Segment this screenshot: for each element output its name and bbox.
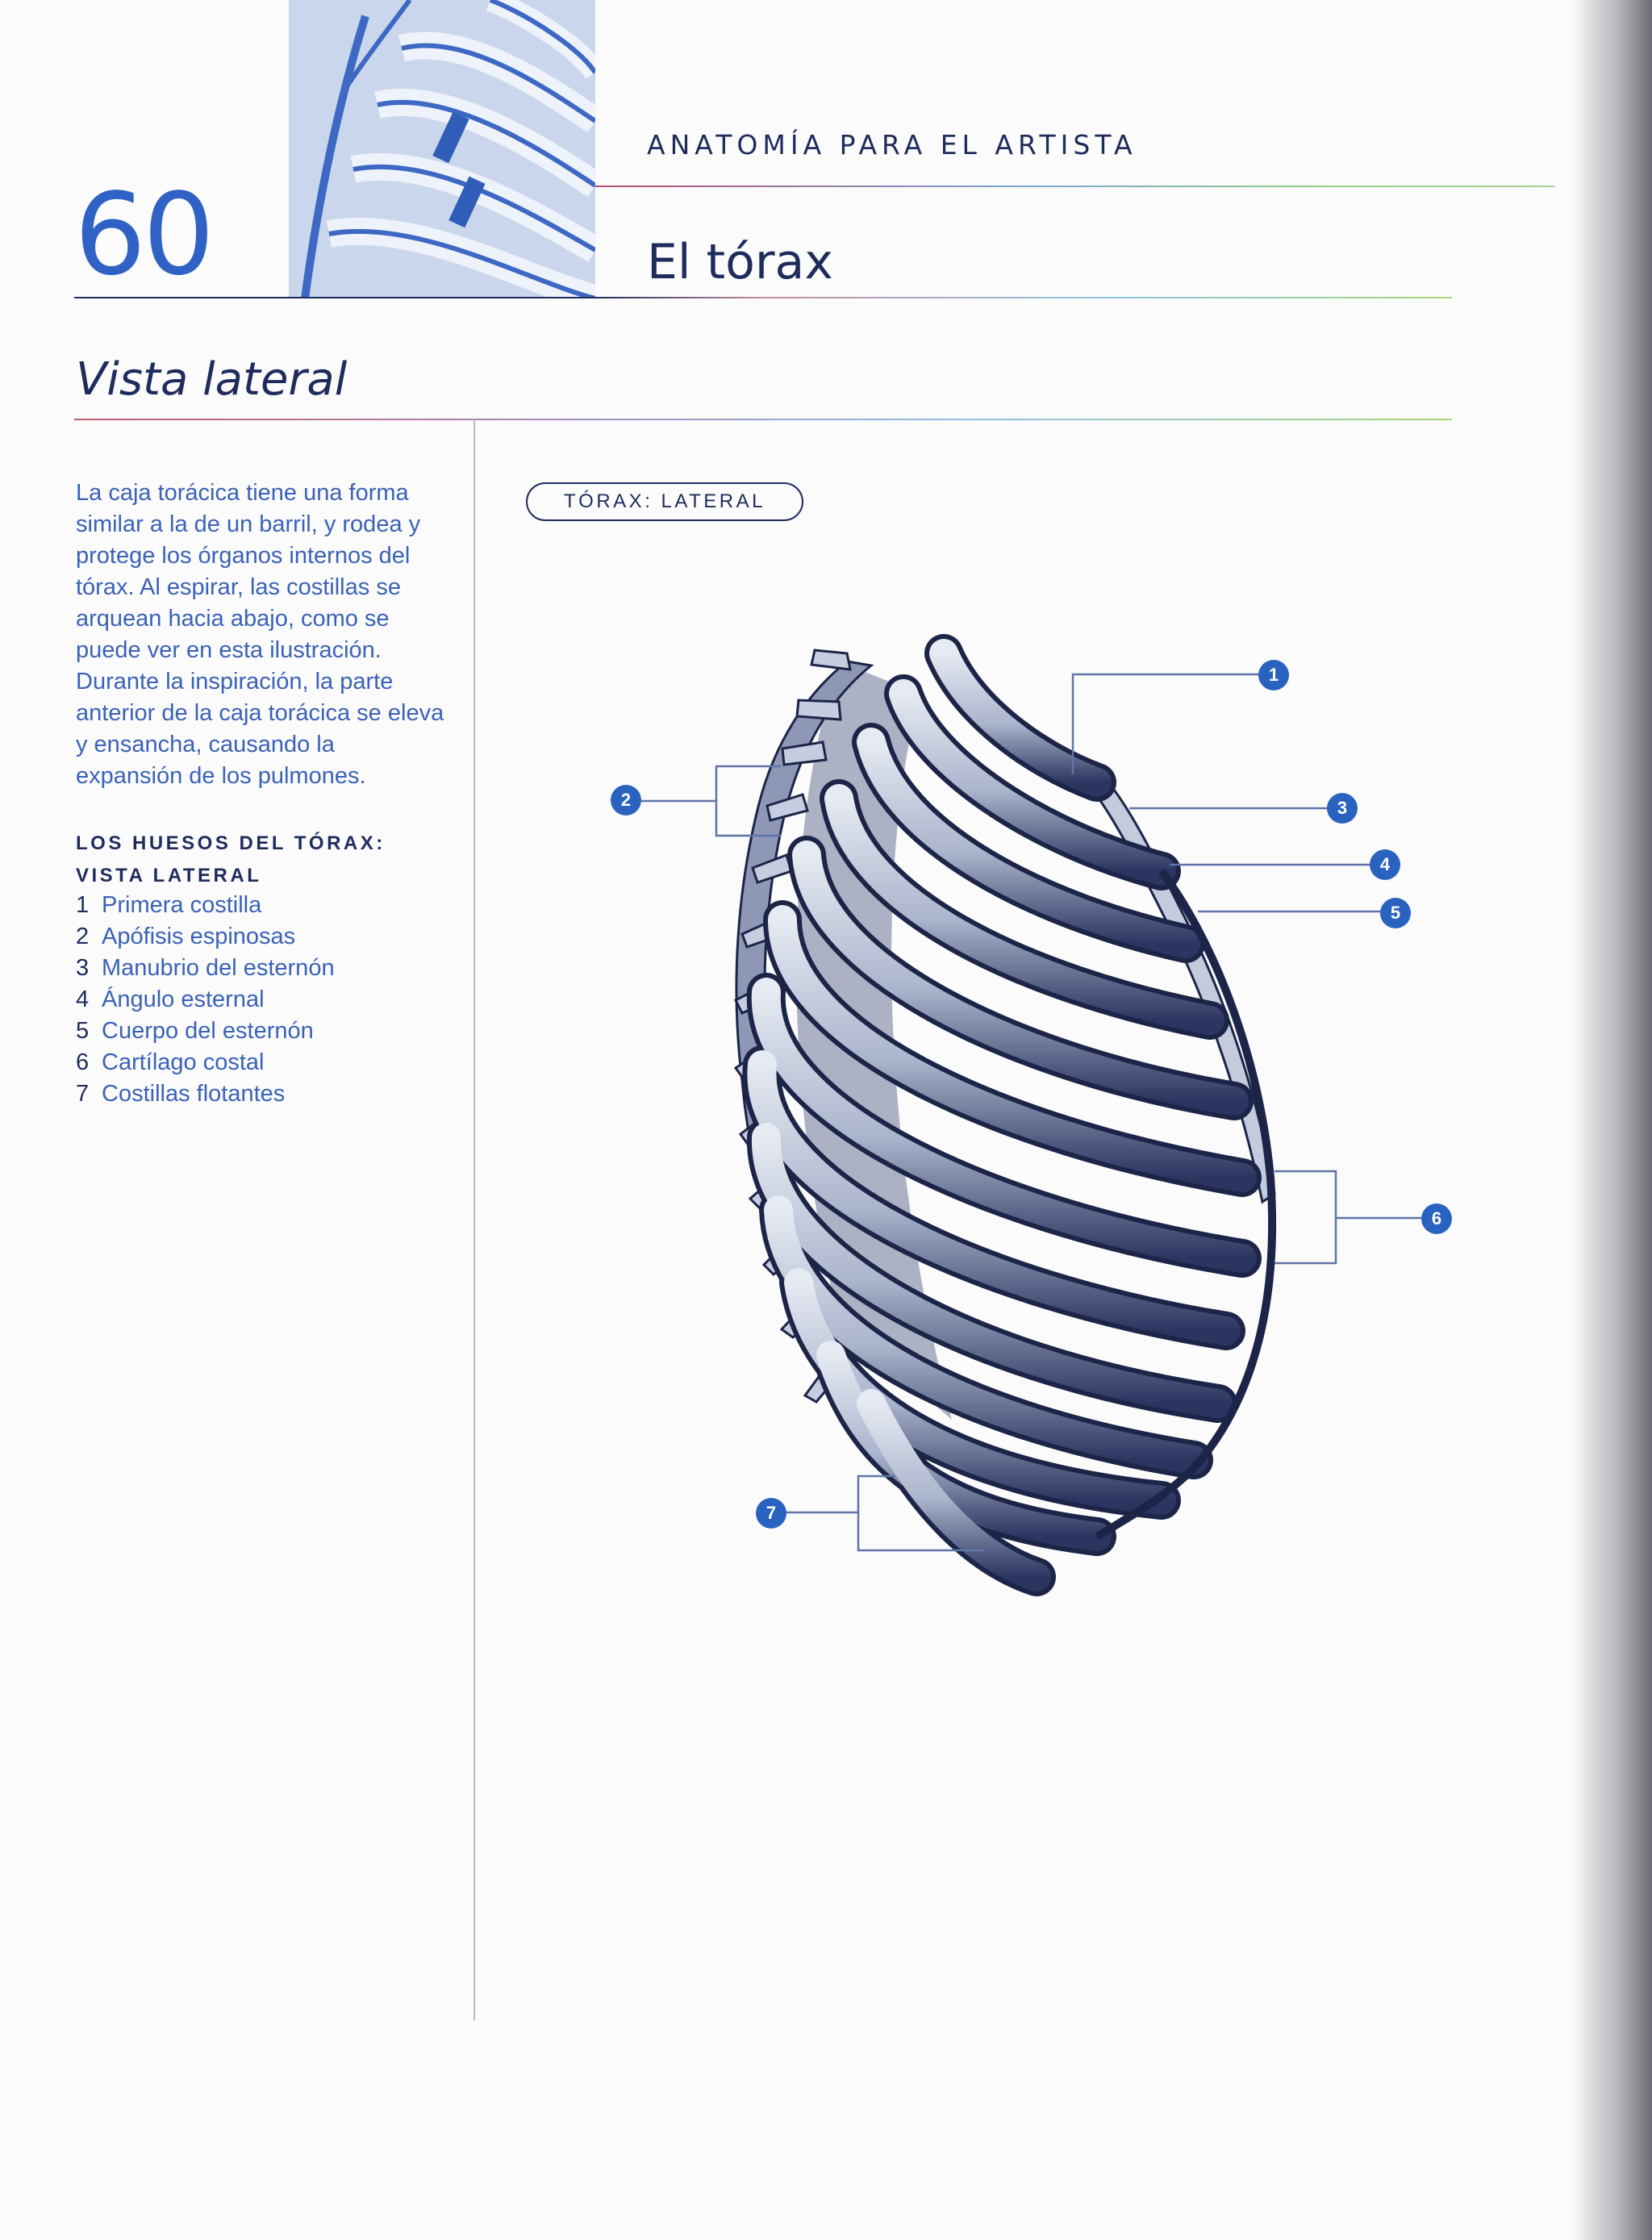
legend-item: 5 Cuerpo del esternón <box>76 1016 335 1047</box>
legend-number: 7 <box>76 1081 90 1107</box>
legend-number: 3 <box>76 955 90 981</box>
sternum <box>1091 776 1276 1204</box>
legend-label: Apófisis espinosas <box>102 924 296 949</box>
legend-label: Primera costilla <box>102 892 262 918</box>
header-divider <box>595 186 1555 187</box>
legend-item: 6 Cartílago costal <box>76 1047 335 1078</box>
rib-cage-interior <box>796 661 952 1420</box>
marker-1: 1 <box>1258 660 1289 690</box>
legend-item: 3 Manubrio del esternón <box>76 953 335 984</box>
view-label-pill: TÓRAX: LATERAL <box>526 482 803 521</box>
legend-label: Manubrio del esternón <box>102 955 335 981</box>
legend-number: 1 <box>76 892 90 918</box>
marker-4: 4 <box>1370 849 1400 880</box>
legend-item: 7 Costillas flotantes <box>76 1078 335 1110</box>
spine-column <box>735 660 874 1366</box>
header-thumbnail-illustration <box>289 0 595 298</box>
ribs <box>742 634 1262 1596</box>
leader-lines <box>641 673 1421 1552</box>
legend-item: 2 Apófisis espinosas <box>76 921 335 953</box>
marker-6: 6 <box>1421 1203 1452 1234</box>
marker-3: 3 <box>1327 793 1358 824</box>
legend-label: Cartílago costal <box>102 1049 265 1075</box>
title-divider <box>74 297 1452 298</box>
spinous-processes <box>733 649 852 1404</box>
section-title: Vista lateral <box>76 353 348 406</box>
section-divider <box>74 419 1452 420</box>
marker-2: 2 <box>611 785 641 815</box>
intro-paragraph: La caja torácica tiene una forma similar… <box>76 480 444 789</box>
book-title: ANATOMÍA PARA EL ARTISTA <box>647 129 1137 161</box>
legend-heading: LOS HUESOS DEL TÓRAX: VISTA LATERAL <box>76 832 386 886</box>
thumbnail-ribs-drawing <box>301 0 595 298</box>
legend-label: Costillas flotantes <box>102 1081 286 1107</box>
legend-label: Ángulo esternal <box>102 987 265 1012</box>
legend-number: 2 <box>76 924 90 949</box>
page-number: 60 <box>74 169 215 301</box>
marker-5: 5 <box>1380 898 1411 928</box>
chapter-title: El tórax <box>647 234 833 290</box>
column-divider <box>473 419 475 2021</box>
legend-item: 4 Ángulo esternal <box>76 984 335 1016</box>
legend-number: 4 <box>76 987 90 1012</box>
costal-cartilage-edge <box>1095 869 1277 1541</box>
book-spine-shadow <box>1571 0 1652 2240</box>
legend-number: 5 <box>76 1018 90 1044</box>
legend-label: Cuerpo del esternón <box>102 1018 314 1044</box>
marker-7: 7 <box>756 1498 786 1529</box>
legend-number: 6 <box>76 1049 90 1075</box>
legend-item: 1 Primera costilla <box>76 890 335 921</box>
